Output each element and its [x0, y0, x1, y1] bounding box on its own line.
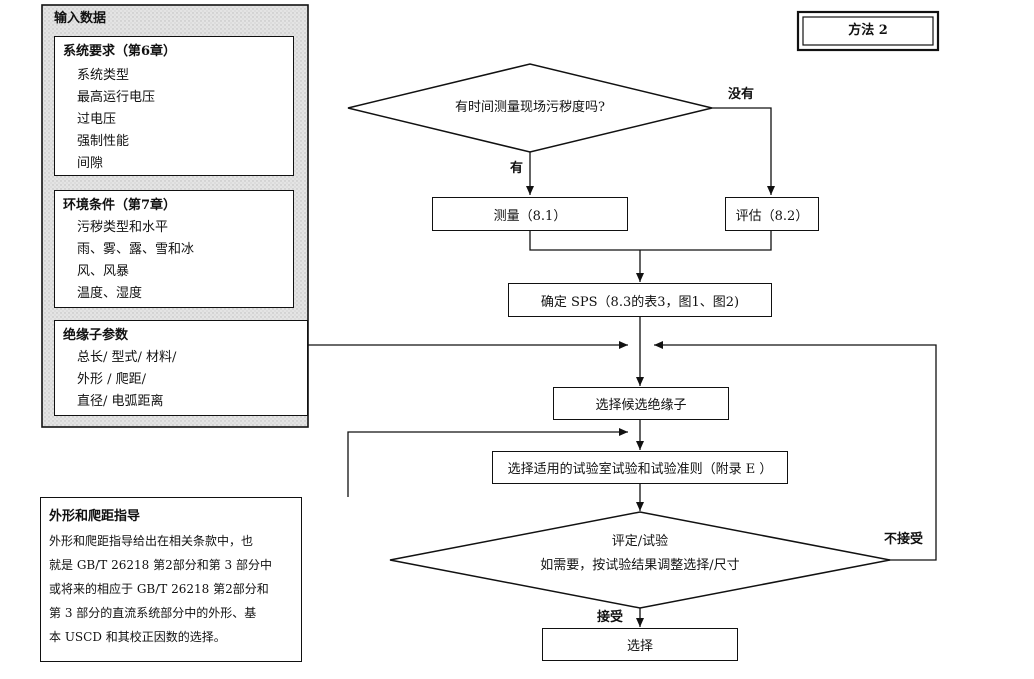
line-merge: [529, 230, 772, 251]
method-label: 方法 2: [848, 23, 888, 38]
system-item: 最高运行电压: [77, 90, 156, 105]
environment-heading: 环境条件（第7章）: [63, 198, 177, 213]
guide-line: 就是 GB/T 26218 第2部分和第 3 部分中: [49, 558, 272, 572]
yes-label: 有: [510, 161, 524, 176]
decision-2-line-2: 如需要，按试验结果调整选择/尺寸: [540, 558, 740, 573]
environment-item: 风、风暴: [77, 264, 130, 279]
line-guide-to-flow: [347, 428, 628, 497]
environment-item: 温度、湿度: [77, 286, 143, 301]
insulator-params-box: 绝缘子参数 总长/ 型式/ 材料/ 外形 / 爬距/ 直径/ 电弧距离: [54, 320, 308, 416]
line-no: [712, 107, 775, 195]
determine-sps-box: 确定 SPS（8.3的表3，图1、图2): [508, 283, 772, 317]
line-reject-loop: [654, 341, 937, 561]
insulator-item: 直径/ 电弧距离: [77, 394, 164, 409]
decision-1-text: 有时间测量现场污秽度吗?: [455, 100, 605, 115]
reject-label: 不接受: [884, 532, 924, 547]
measure-box: 测量（8.1）: [432, 197, 628, 231]
guide-line: 本 USCD 和其校正因数的选择。: [49, 630, 226, 644]
decision-2-line-1: 评定/试验: [611, 534, 669, 549]
guide-title: 外形和爬距指导: [49, 509, 141, 524]
method-box-outer: [796, 10, 940, 52]
select-tests-box: 选择适用的试验室试验和试验准则（附录 E ）: [492, 451, 788, 484]
insulator-heading: 绝缘子参数: [63, 328, 129, 343]
select-candidate-box: 选择候选绝缘子: [553, 387, 729, 420]
input-panel-title: 输入数据: [54, 11, 107, 26]
insulator-item: 总长/ 型式/ 材料/: [77, 350, 177, 365]
system-item: 过电压: [77, 112, 117, 127]
no-label: 没有: [728, 87, 755, 102]
system-item: 强制性能: [77, 134, 130, 149]
decision-2-diamond: [389, 511, 891, 609]
system-item: 系统类型: [77, 68, 130, 83]
guide-line: 外形和爬距指导给出在相关条款中，也: [49, 534, 254, 548]
final-select-box: 选择: [542, 628, 738, 661]
method-box-inner: [802, 16, 934, 46]
environment-item: 雨、雾、露、雪和冰: [77, 242, 195, 257]
guide-line: 第 3 部分的直流系统部分中的外形、基: [49, 606, 257, 620]
guide-box: 外形和爬距指导 外形和爬距指导给出在相关条款中，也 就是 GB/T 26218 …: [40, 497, 302, 662]
insulator-item: 外形 / 爬距/: [77, 372, 147, 387]
environment-item: 污秽类型和水平: [77, 220, 169, 235]
guide-line: 或将来的相应于 GB/T 26218 第2部分和: [49, 582, 269, 596]
system-item: 间隙: [77, 156, 104, 171]
system-heading: 系统要求（第6章）: [63, 44, 177, 59]
accept-label: 接受: [597, 610, 624, 625]
environment-box: 环境条件（第7章） 污秽类型和水平 雨、雾、露、雪和冰 风、风暴 温度、湿度: [54, 190, 294, 308]
system-requirements-box: 系统要求（第6章） 系统类型 最高运行电压 过电压 强制性能 间隙: [54, 36, 294, 176]
estimate-box: 评估（8.2）: [725, 197, 819, 231]
